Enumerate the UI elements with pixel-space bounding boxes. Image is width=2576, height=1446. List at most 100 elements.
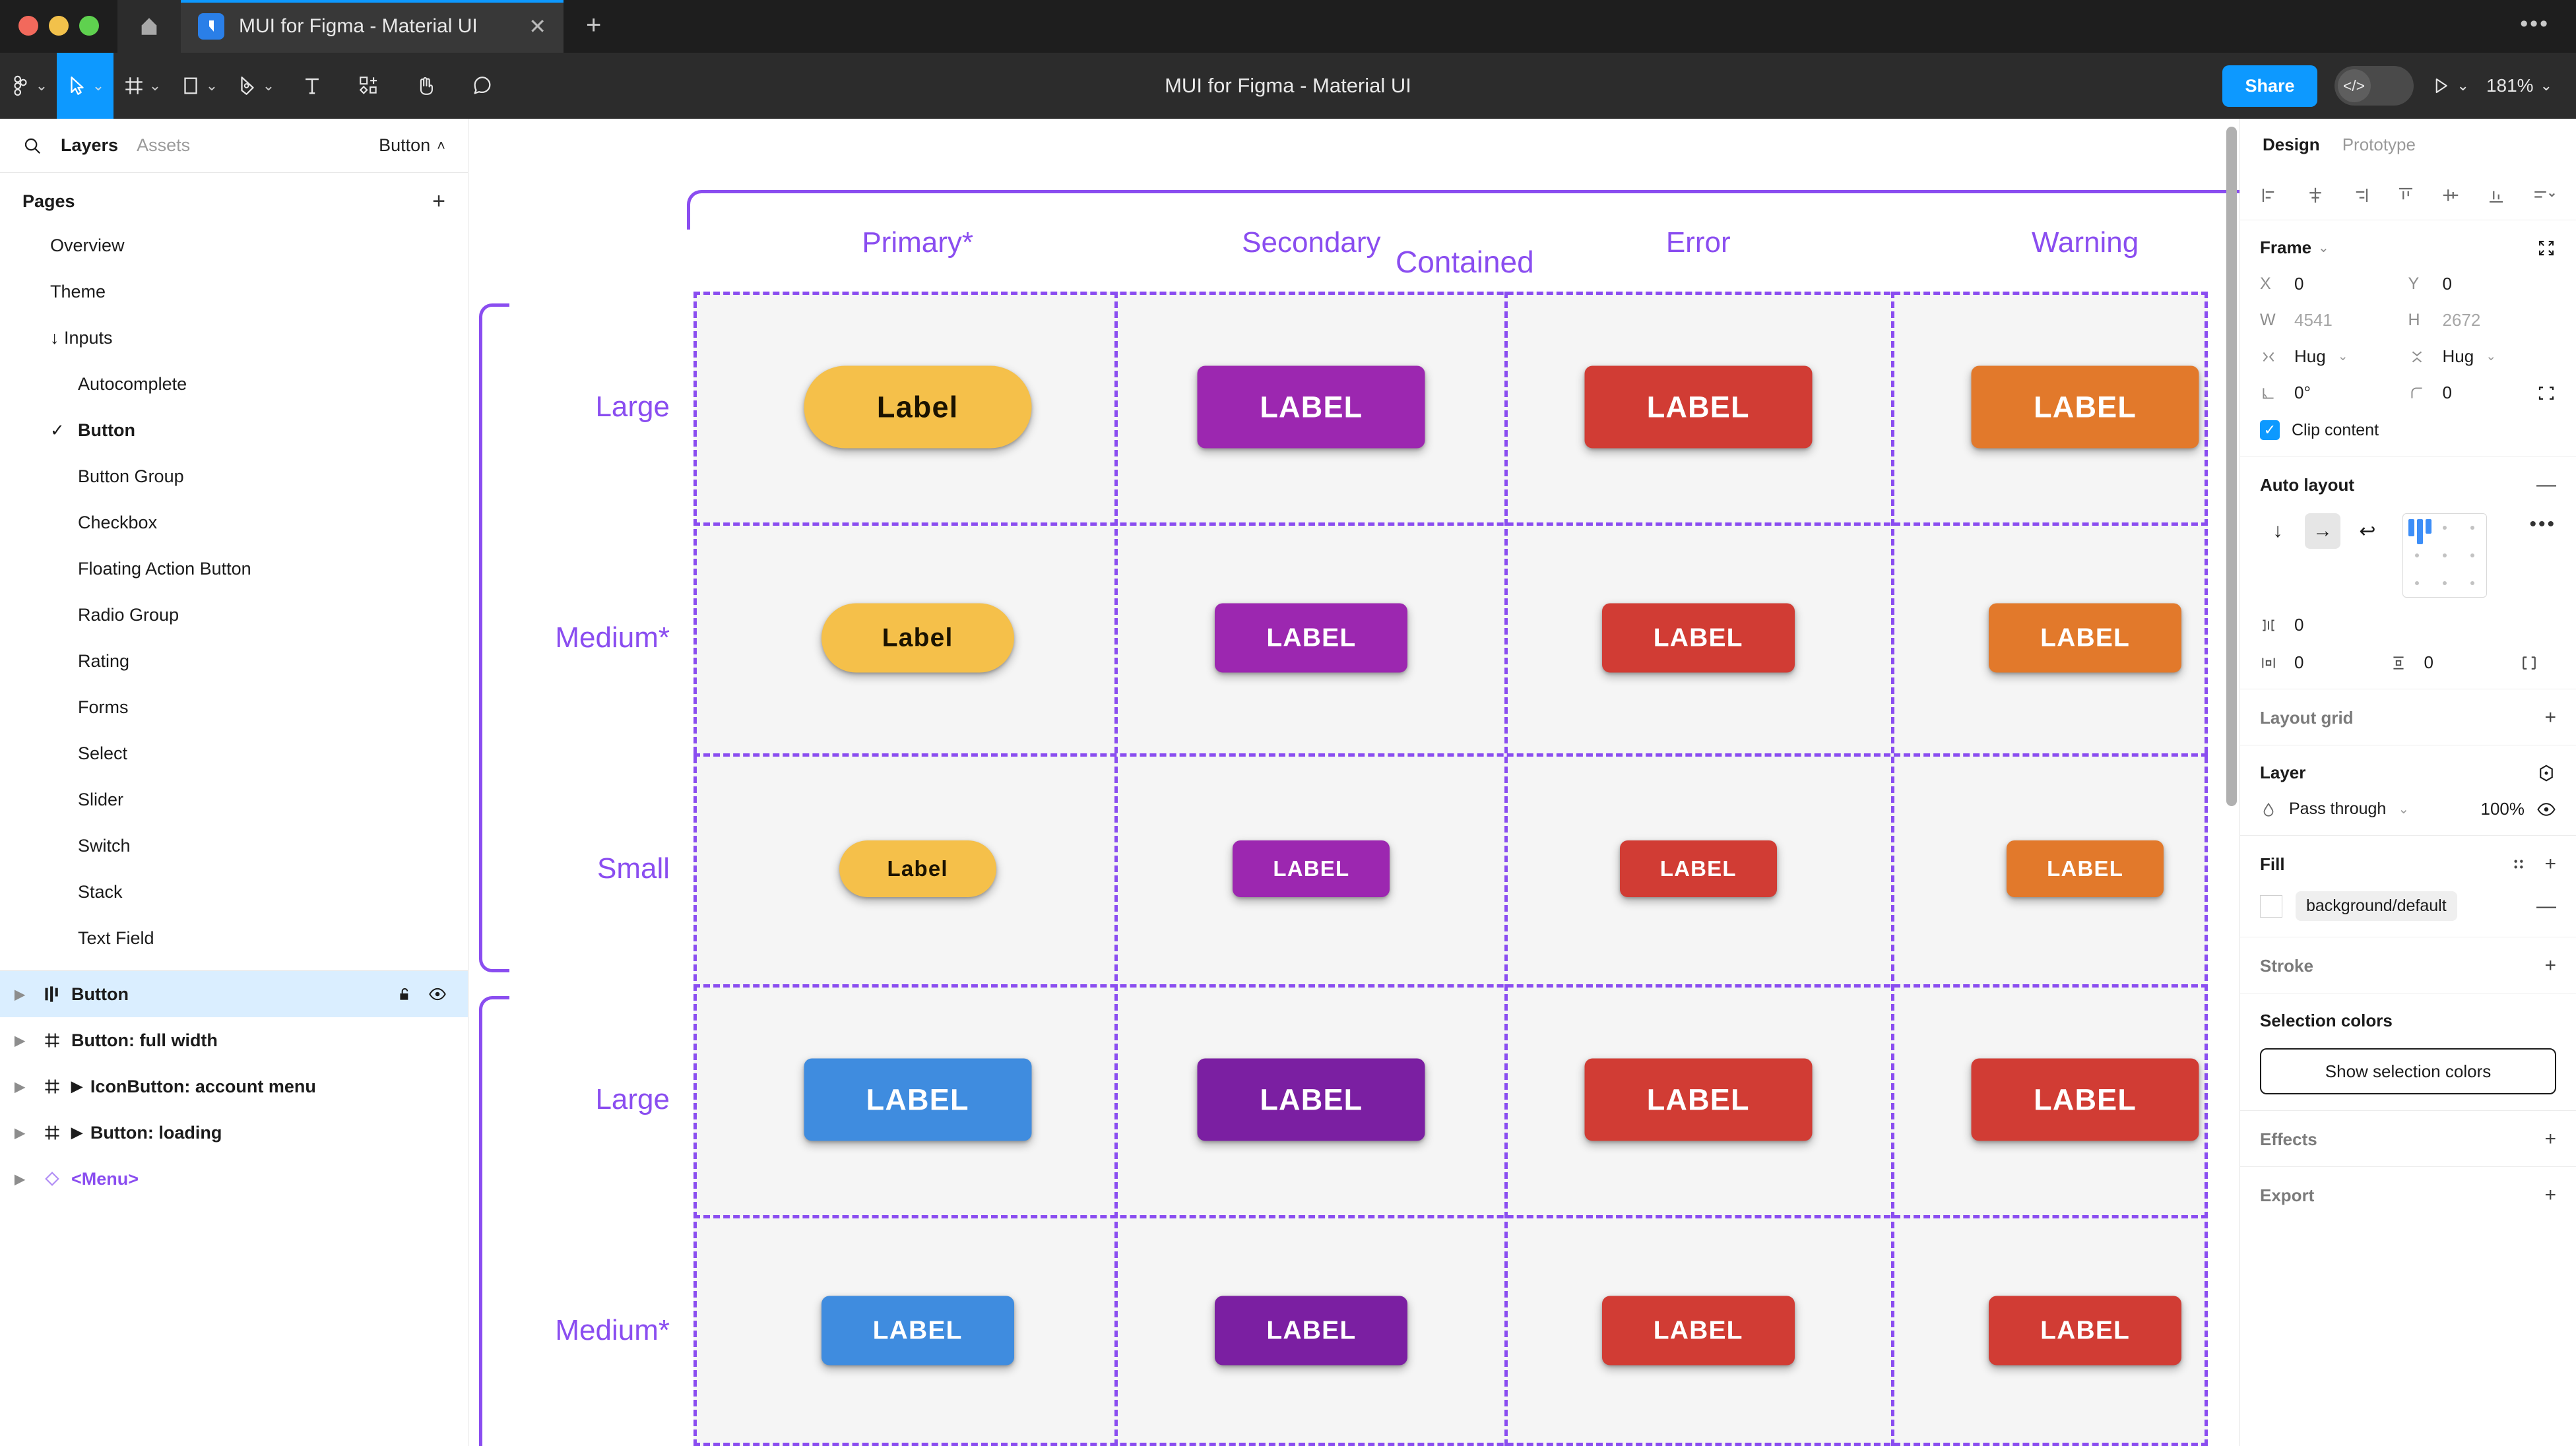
field-gap[interactable]: 0 xyxy=(2260,615,2390,635)
align-right-icon[interactable] xyxy=(2350,185,2370,205)
field-horizontal-padding[interactable]: 0 xyxy=(2260,652,2390,673)
variant-button-secondary-large-s1[interactable]: LABEL xyxy=(1198,1059,1425,1141)
home-button[interactable] xyxy=(117,0,181,53)
layer-opacity-value[interactable]: 100% xyxy=(2481,799,2525,819)
add-export-button[interactable]: + xyxy=(2544,1184,2556,1207)
clip-content-row[interactable]: ✓ Clip content xyxy=(2260,420,2556,440)
field-width[interactable]: W 4541 xyxy=(2260,310,2408,330)
expand-layer-caret-icon[interactable]: ▶ xyxy=(7,1079,33,1095)
add-fill-button[interactable]: + xyxy=(2544,853,2556,875)
variant-button-error-large-s1[interactable]: LABEL xyxy=(1584,1059,1812,1141)
direction-vertical-button[interactable]: ↓ xyxy=(2260,513,2296,549)
expand-layer-caret-icon[interactable]: ▶ xyxy=(7,1125,33,1141)
design-canvas[interactable]: Contained Primary*SecondaryErrorWarningL… xyxy=(468,119,2239,1446)
tab-layers[interactable]: Layers xyxy=(61,135,118,156)
frame-tool-button[interactable]: ⌄ xyxy=(113,53,170,119)
move-tool-button[interactable]: ⌄ xyxy=(57,53,113,119)
expand-layer-caret-icon[interactable]: ▶ xyxy=(7,1171,33,1187)
page-item-inputs[interactable]: ↓ Inputs xyxy=(0,315,468,361)
layer-row[interactable]: ▶Button: full width xyxy=(0,1017,468,1063)
page-item-button-group[interactable]: Button Group xyxy=(0,453,468,499)
present-button[interactable]: ⌄ xyxy=(2431,76,2469,96)
browser-overflow-menu-button[interactable]: ••• xyxy=(2520,11,2576,53)
comment-tool-button[interactable] xyxy=(454,53,511,119)
auto-layout-more-button[interactable]: ••• xyxy=(2529,513,2556,536)
layer-row[interactable]: ▶<Menu> xyxy=(0,1156,468,1202)
align-vertical-center-icon[interactable] xyxy=(2441,185,2461,205)
variant-button-primary-small-s0[interactable]: Label xyxy=(839,840,996,897)
variant-button-error-small-s0[interactable]: LABEL xyxy=(1620,840,1777,897)
add-stroke-button[interactable]: + xyxy=(2544,955,2556,977)
remove-fill-button[interactable]: — xyxy=(2536,895,2556,918)
add-effect-button[interactable]: + xyxy=(2544,1128,2556,1150)
field-height[interactable]: H 2672 xyxy=(2408,310,2557,330)
new-tab-button[interactable]: + xyxy=(564,12,624,53)
align-horizontal-center-icon[interactable] xyxy=(2305,185,2325,205)
page-item-text-field[interactable]: Text Field xyxy=(0,915,468,961)
variant-button-primary-large-s0[interactable]: Label xyxy=(804,366,1031,449)
direction-wrap-button[interactable]: ↩ xyxy=(2350,513,2385,549)
page-item-checkbox[interactable]: Checkbox xyxy=(0,499,468,546)
variant-button-error-medium--s1[interactable]: LABEL xyxy=(1602,1296,1795,1366)
add-layout-grid-button[interactable]: + xyxy=(2544,707,2556,729)
field-y[interactable]: Y 0 xyxy=(2408,274,2557,294)
maximize-window-button[interactable] xyxy=(79,16,99,36)
layer-row[interactable]: ▶▶IconButton: account menu xyxy=(0,1063,468,1110)
page-item-stack[interactable]: Stack xyxy=(0,869,468,915)
field-vertical-padding[interactable]: 0 xyxy=(2390,652,2520,673)
variant-button-warning-large-s1[interactable]: LABEL xyxy=(1972,1059,2199,1141)
fill-styles-icon[interactable] xyxy=(2510,856,2527,873)
variant-button-primary-medium--s0[interactable]: Label xyxy=(821,604,1014,673)
variant-button-secondary-large-s0[interactable]: LABEL xyxy=(1198,366,1425,449)
field-vertical-resizing[interactable]: Hug ⌄ xyxy=(2408,346,2557,367)
blend-mode-row[interactable]: Pass through ⌄ 100% xyxy=(2260,799,2556,819)
variant-button-warning-small-s0[interactable]: LABEL xyxy=(2007,840,2164,897)
variant-button-warning-medium--s1[interactable]: LABEL xyxy=(1989,1296,2181,1366)
distribute-menu-icon[interactable] xyxy=(2531,185,2556,205)
auto-layout-alignment-pad[interactable] xyxy=(2402,513,2487,598)
expand-layer-caret-icon[interactable]: ▶ xyxy=(7,986,33,1003)
browser-tab[interactable]: MUI for Figma - Material UI ✕ xyxy=(181,0,564,53)
align-top-icon[interactable] xyxy=(2396,185,2416,205)
variant-button-primary-large-s1[interactable]: LABEL xyxy=(804,1059,1031,1141)
lock-icon[interactable] xyxy=(397,986,414,1003)
variant-button-error-large-s0[interactable]: LABEL xyxy=(1584,366,1812,449)
variant-button-secondary-small-s0[interactable]: LABEL xyxy=(1233,840,1390,897)
variant-button-warning-medium--s0[interactable]: LABEL xyxy=(1989,604,2181,673)
align-bottom-icon[interactable] xyxy=(2486,185,2506,205)
page-item-button[interactable]: ✓Button xyxy=(0,407,468,453)
canvas-vertical-scrollbar[interactable] xyxy=(2226,127,2237,806)
variant-button-primary-medium--s1[interactable]: LABEL xyxy=(821,1296,1014,1366)
tab-design[interactable]: Design xyxy=(2263,135,2320,155)
page-item-select[interactable]: Select xyxy=(0,730,468,776)
close-tab-button[interactable]: ✕ xyxy=(529,16,546,37)
tab-assets[interactable]: Assets xyxy=(137,135,190,156)
individual-padding-button[interactable] xyxy=(2519,653,2556,673)
clip-content-checkbox[interactable]: ✓ xyxy=(2260,420,2280,440)
page-item-theme[interactable]: Theme xyxy=(0,268,468,315)
page-item-slider[interactable]: Slider xyxy=(0,776,468,823)
show-selection-colors-button[interactable]: Show selection colors xyxy=(2260,1048,2556,1094)
chevron-down-icon[interactable]: ⌄ xyxy=(2318,239,2329,256)
resize-to-fit-icon[interactable] xyxy=(2536,238,2556,258)
dev-mode-toggle[interactable]: </> xyxy=(2334,66,2414,106)
page-item-radio-group[interactable]: Radio Group xyxy=(0,592,468,638)
shape-tool-button[interactable]: ⌄ xyxy=(170,53,227,119)
add-page-button[interactable]: + xyxy=(432,189,445,214)
field-corner-radius[interactable]: 0 xyxy=(2408,383,2557,403)
visibility-icon[interactable] xyxy=(428,985,447,1003)
expand-layer-caret-icon[interactable]: ▶ xyxy=(7,1032,33,1049)
hand-tool-button[interactable] xyxy=(397,53,454,119)
page-item-switch[interactable]: Switch xyxy=(0,823,468,869)
variant-button-warning-large-s0[interactable]: LABEL xyxy=(1972,366,2199,449)
fill-style-name[interactable]: background/default xyxy=(2296,891,2457,921)
align-left-icon[interactable] xyxy=(2260,185,2280,205)
remove-auto-layout-button[interactable]: — xyxy=(2536,474,2556,496)
frame-title-contained[interactable]: Contained xyxy=(1396,244,1534,280)
visibility-icon[interactable] xyxy=(2536,800,2556,819)
figma-menu-button[interactable]: ⌄ xyxy=(0,53,57,119)
resources-tool-button[interactable] xyxy=(340,53,397,119)
variant-button-secondary-medium--s1[interactable]: LABEL xyxy=(1215,1296,1407,1366)
tab-prototype[interactable]: Prototype xyxy=(2342,135,2416,155)
independent-corners-icon[interactable] xyxy=(2536,383,2556,403)
